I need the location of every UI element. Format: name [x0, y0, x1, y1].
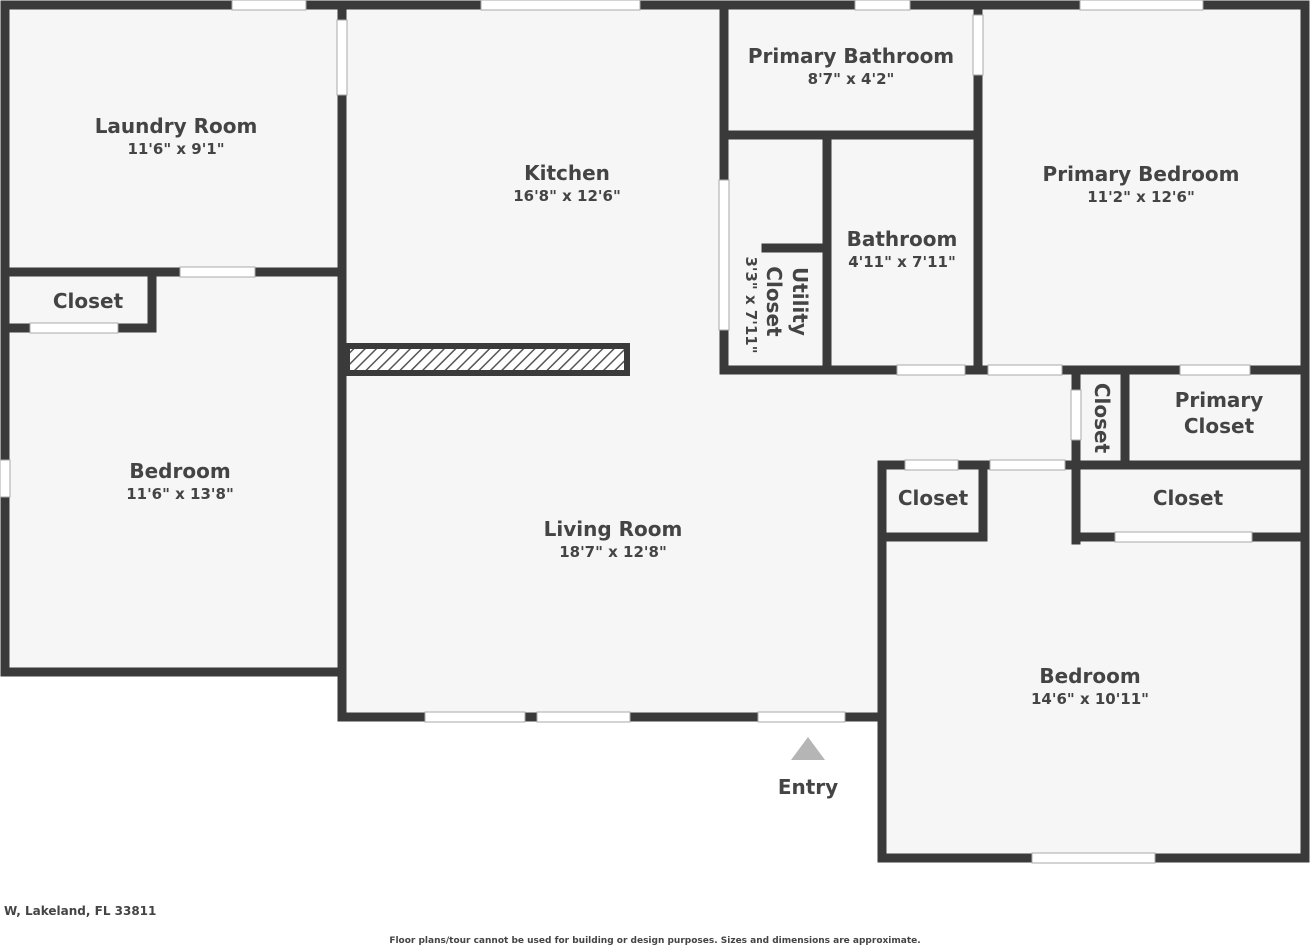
room-primary-bathroom: Primary Bathroom 8'7" x 4'2": [748, 43, 954, 89]
room-bedroom-west: Bedroom 11'6" x 13'8": [126, 458, 234, 504]
room-name: Laundry Room: [94, 114, 258, 138]
room-name: Utility Closet: [762, 266, 812, 337]
room-name: Kitchen: [524, 161, 610, 185]
room-dims: 3'3" x 7'11": [742, 256, 760, 354]
room-closet-bedroom: Closet: [1153, 485, 1223, 511]
room-name: Bedroom: [1039, 664, 1141, 688]
room-dims: 18'7" x 12'8": [559, 543, 667, 561]
entry-text: Entry: [777, 775, 839, 799]
room-dims: 11'2" x 12'6": [1087, 188, 1195, 206]
room-dims: 16'8" x 12'6": [513, 187, 621, 205]
room-closet-small: Closet: [898, 485, 968, 511]
kitchen-counter: [344, 343, 630, 376]
room-name: Bedroom: [129, 459, 231, 483]
room-name: Closet: [897, 486, 969, 510]
room-bedroom-east: Bedroom 14'6" x 10'11": [1031, 663, 1149, 709]
room-primary-closet: Primary Closet: [1164, 387, 1274, 439]
room-dims: 11'6" x 13'8": [126, 485, 234, 503]
address-text: W, Lakeland, FL 33811: [4, 904, 157, 918]
room-closet-hall: Closet: [1089, 383, 1115, 453]
room-laundry: Laundry Room 11'6" x 9'1": [95, 113, 258, 159]
room-kitchen: Kitchen 16'8" x 12'6": [513, 160, 621, 206]
room-name: Living Room: [543, 517, 683, 541]
room-name: Bathroom: [846, 227, 958, 251]
room-name: Closet: [1152, 486, 1224, 510]
room-bathroom: Bathroom 4'11" x 7'11": [847, 226, 958, 272]
entry-marker-icon: [791, 737, 825, 760]
room-name: Primary Closet: [1174, 388, 1264, 438]
room-closet-laundry: Closet: [53, 288, 123, 314]
room-living-room: Living Room 18'7" x 12'8": [544, 516, 683, 562]
room-dims: 14'6" x 10'11": [1031, 690, 1149, 708]
room-dims: 8'7" x 4'2": [807, 70, 895, 88]
disclaimer-text: Floor plans/tour cannot be used for buil…: [389, 936, 921, 946]
room-name: Closet: [52, 289, 124, 313]
room-dims: 11'6" x 9'1": [127, 140, 225, 158]
room-name: Primary Bedroom: [1042, 162, 1240, 186]
room-primary-bedroom: Primary Bedroom 11'2" x 12'6": [1043, 161, 1240, 207]
room-name: Primary Bathroom: [747, 44, 955, 68]
entry-label: Entry: [778, 774, 838, 800]
room-name: Closet: [1090, 382, 1114, 454]
room-dims: 4'11" x 7'11": [848, 253, 956, 271]
